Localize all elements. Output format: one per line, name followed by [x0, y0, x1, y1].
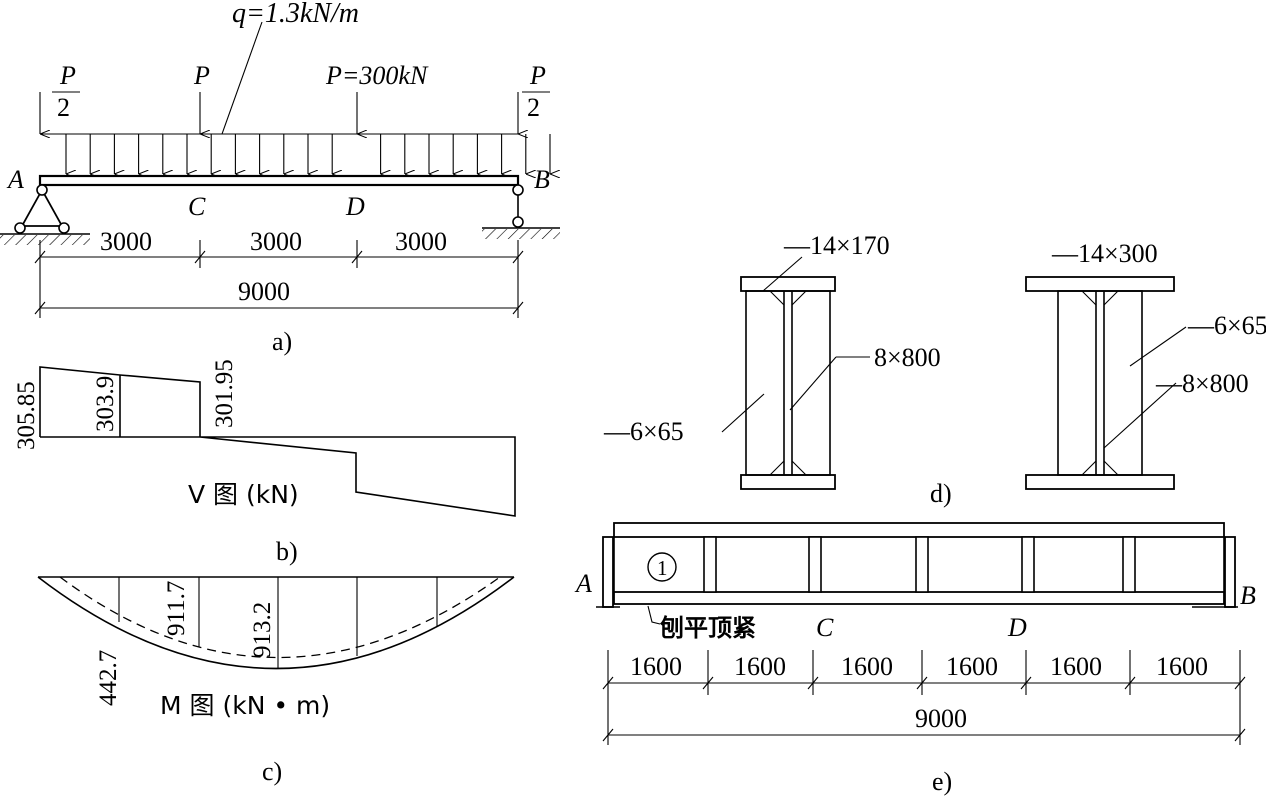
e-span-4: 1600 [946, 652, 998, 681]
intermediate-stiffeners [703, 536, 1136, 593]
moment-diagram-label: M 图 (kN • m) [160, 691, 330, 720]
shear-value-3: 301.95 [211, 359, 238, 428]
caption-d: d) [930, 479, 952, 508]
panel-b-shear-diagram: 305.85 303.9 301.95 V 图 (kN) b) [13, 359, 516, 566]
node-b-label-e: B [1240, 581, 1256, 610]
bottom-flange [613, 591, 1225, 605]
pinned-support-a [0, 184, 90, 245]
leader-left-stiffener [721, 393, 765, 433]
moment-curve-dashed [59, 576, 501, 658]
caption-c: c) [262, 757, 282, 786]
node-b-label: B [534, 165, 550, 194]
panel-e-beam-elevation: ① 1 A B C D 刨平顶紧 1600 [574, 522, 1256, 796]
left-web-label: 8×800 [874, 343, 941, 372]
leader-right-stiffener [1129, 326, 1187, 367]
q-leader-line [221, 21, 263, 135]
moment-value-1: 442.7 [95, 650, 122, 706]
moment-value-2: 911.7 [163, 581, 190, 636]
panel-a-load-diagram: q=1.3kN/m P 2 P P=300kN P 2 A B C D [0, 0, 560, 356]
distributed-load-arrows [65, 134, 550, 174]
e-span-2: 1600 [734, 652, 786, 681]
p-half-den-right: 2 [527, 93, 540, 122]
e-span-5: 1600 [1050, 652, 1102, 681]
moment-value-3: 913.2 [249, 602, 276, 658]
caption-e: e) [932, 767, 952, 796]
moment-ordinates [118, 577, 438, 668]
note-leader [647, 605, 661, 625]
end-stiffener-b [1224, 536, 1236, 608]
q-label: q=1.3kN/m [232, 0, 359, 29]
p-half-den-left: 2 [57, 93, 70, 122]
end-stiffener-a [602, 536, 614, 608]
left-flange-label: —14×170 [783, 231, 890, 260]
panel-d-cross-sections: —14×170 8×800 —6×65 —14×300 —6×65 —8×800… [603, 231, 1266, 508]
note-label: 刨平顶紧 [659, 614, 756, 642]
top-flange [613, 522, 1225, 538]
caption-a: a) [272, 327, 292, 356]
svg-text:1: 1 [657, 556, 668, 580]
section-right [1025, 276, 1175, 490]
shear-value-2: 303.9 [92, 376, 119, 432]
node-a-label: A [6, 165, 24, 194]
leader-left-flange [762, 256, 803, 292]
leader-right-web [1103, 382, 1177, 449]
e-total-span: 9000 [915, 704, 967, 733]
elevation-dimensions [602, 650, 1246, 745]
left-stiffener-label: —6×65 [603, 417, 684, 446]
right-stiffener-label: —6×65 [1187, 311, 1266, 340]
leader-left-web [789, 356, 837, 411]
p-300-label: P=300kN [325, 61, 429, 90]
node-c-label-e: C [816, 613, 834, 642]
p-half-num-left: P [59, 61, 76, 90]
caption-b: b) [276, 537, 298, 566]
panel-c-moment-diagram: 442.7 911.7 913.2 M 图 (kN • m) c) [37, 576, 515, 786]
right-flange-label: —14×300 [1051, 239, 1158, 268]
total-span-label: 9000 [238, 277, 290, 306]
e-span-1: 1600 [630, 652, 682, 681]
shear-diagram-outline [39, 366, 516, 517]
p-mid-label: P [193, 61, 210, 90]
span-dimensions [34, 240, 524, 318]
roller-support-b [482, 184, 560, 239]
beam [38, 174, 520, 187]
right-web-label: —8×800 [1155, 369, 1249, 398]
node-c-label: C [188, 192, 206, 221]
moment-curve [37, 576, 515, 670]
node-a-label-e: A [574, 569, 592, 598]
panel-number-circle [647, 552, 677, 582]
shear-diagram-label: V 图 (kN) [188, 480, 299, 509]
span-label-3: 3000 [395, 227, 447, 256]
section-left [740, 276, 836, 490]
shear-value-1: 305.85 [13, 381, 40, 450]
node-d-label-e: D [1007, 613, 1027, 642]
e-span-3: 1600 [841, 652, 893, 681]
e-span-6: 1600 [1156, 652, 1208, 681]
span-label-1: 3000 [100, 227, 152, 256]
p-half-num-right: P [529, 61, 546, 90]
node-d-label: D [345, 192, 365, 221]
span-label-2: 3000 [250, 227, 302, 256]
